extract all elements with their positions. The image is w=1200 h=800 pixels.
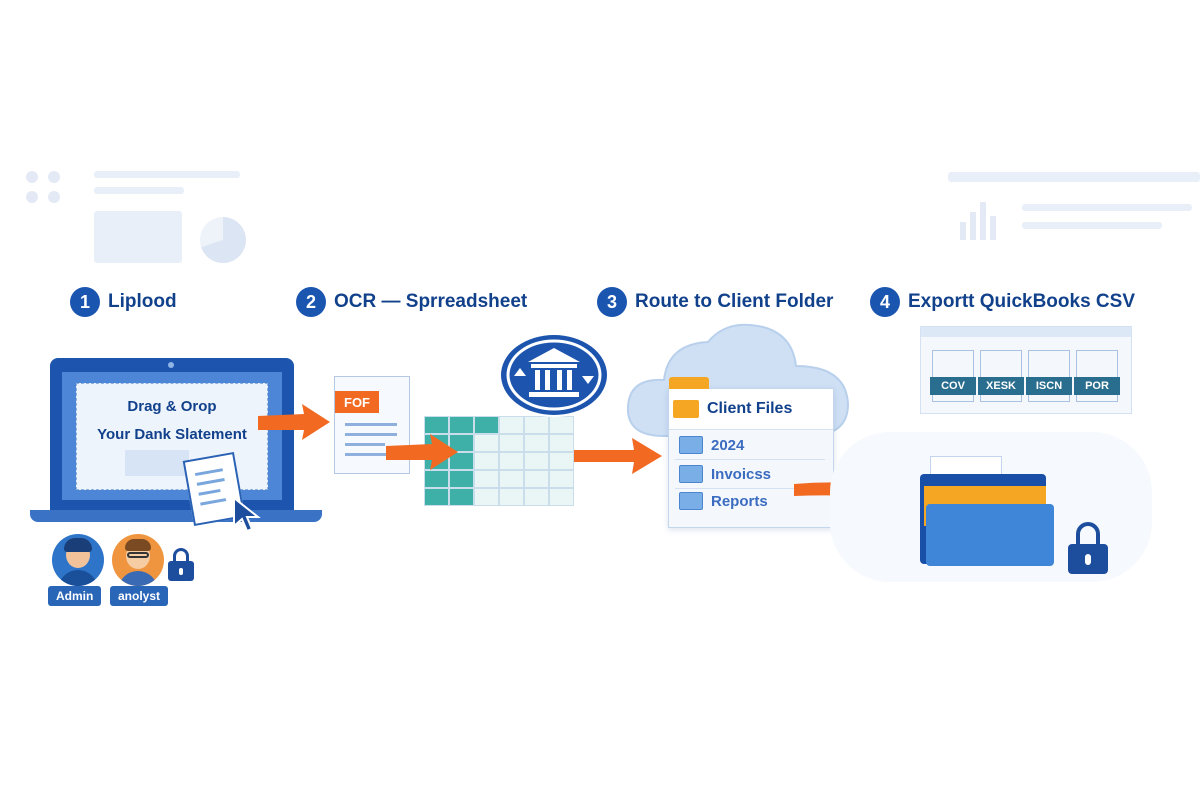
- step-2-label: OCR — Sprreadsheet: [334, 291, 528, 312]
- folder-item[interactable]: Invoicss: [679, 462, 829, 486]
- folder-icon: [679, 492, 703, 510]
- step-4-number: 4: [870, 287, 900, 317]
- arrow-icon: [574, 438, 662, 474]
- spreadsheet-icon: [424, 416, 574, 506]
- folder-label: Reports: [711, 492, 768, 510]
- csv-file-icon[interactable]: COV: [930, 350, 976, 402]
- orange-folder-icon: [673, 400, 699, 418]
- analyst-role-tag: anolyst: [110, 586, 169, 606]
- mouse-cursor-icon: [233, 496, 261, 533]
- folder-icon: [679, 436, 703, 454]
- laptop-base: [30, 510, 322, 522]
- bg-bar-chart-icon: [960, 198, 996, 240]
- admin-avatar: [52, 534, 104, 586]
- folder-label: Invoicss: [711, 465, 772, 483]
- bank-sync-icon: [499, 333, 609, 417]
- step-1-title: 1 Liplood: [70, 287, 177, 317]
- client-files-label: Client Files: [707, 400, 793, 417]
- bg-dot: [26, 171, 38, 183]
- folder-item[interactable]: 2024: [679, 433, 829, 457]
- step-2-number: 2: [296, 287, 326, 317]
- panel-tab: [669, 377, 709, 389]
- arrow-icon: [386, 434, 458, 470]
- bg-line: [948, 172, 1200, 182]
- arrow-icon: [258, 404, 330, 440]
- analyst-avatar: [112, 534, 164, 586]
- step-4-title: 4 Exportt QuickBooks CSV: [870, 287, 1135, 317]
- bg-dot: [48, 171, 60, 183]
- client-files-panel: Client Files 2024 Invoicss Reports: [668, 377, 834, 528]
- folder-label: 2024: [711, 436, 745, 454]
- dropzone-line-2: Your Dank Slatement: [97, 426, 247, 443]
- bg-line: [94, 187, 184, 194]
- step-1-label: Liplood: [108, 291, 177, 312]
- bg-dashboard-right: [948, 172, 1200, 242]
- step-3-label: Route to Client Folder: [635, 291, 834, 312]
- admin-role-tag: Admin: [48, 586, 102, 606]
- step-3-number: 3: [597, 287, 627, 317]
- bg-line: [94, 171, 240, 178]
- file-type-label: COV: [930, 377, 976, 395]
- csv-file-icon[interactable]: XESK: [978, 350, 1024, 402]
- client-files-header[interactable]: Client Files: [669, 389, 833, 430]
- bg-line: [1022, 204, 1192, 211]
- upload-dropzone[interactable]: Drag & Orop Your Dank Slatement: [76, 383, 268, 490]
- bg-pie-icon: [200, 217, 246, 263]
- bg-dot: [48, 191, 60, 203]
- step-2-title: 2 OCR — Sprreadsheet: [296, 287, 527, 317]
- lock-icon: [168, 548, 194, 582]
- step-4-label: Exportt QuickBooks CSV: [908, 291, 1135, 312]
- file-type-label: XESK: [978, 377, 1024, 395]
- folder-icon: [679, 465, 703, 483]
- csv-file-icon[interactable]: ISCN: [1026, 350, 1072, 402]
- blue-folder-icon[interactable]: [920, 474, 1054, 568]
- csv-file-icon[interactable]: POR: [1074, 350, 1120, 402]
- pdf-badge: FOF: [335, 391, 379, 413]
- step-1-number: 1: [70, 287, 100, 317]
- file-type-label: ISCN: [1026, 377, 1072, 395]
- dropzone-line-1: Drag & Orop: [127, 398, 217, 415]
- bg-checklist: [94, 211, 182, 263]
- bg-line: [1022, 222, 1162, 229]
- bg-dashboard-left: [20, 165, 260, 275]
- dropzone-placeholder: [125, 450, 189, 476]
- folder-item[interactable]: Reports: [679, 489, 829, 513]
- laptop-camera: [168, 362, 174, 368]
- bg-dot: [26, 191, 38, 203]
- lock-icon: [1068, 522, 1108, 574]
- file-type-label: POR: [1074, 377, 1120, 395]
- step-3-title: 3 Route to Client Folder: [597, 287, 833, 317]
